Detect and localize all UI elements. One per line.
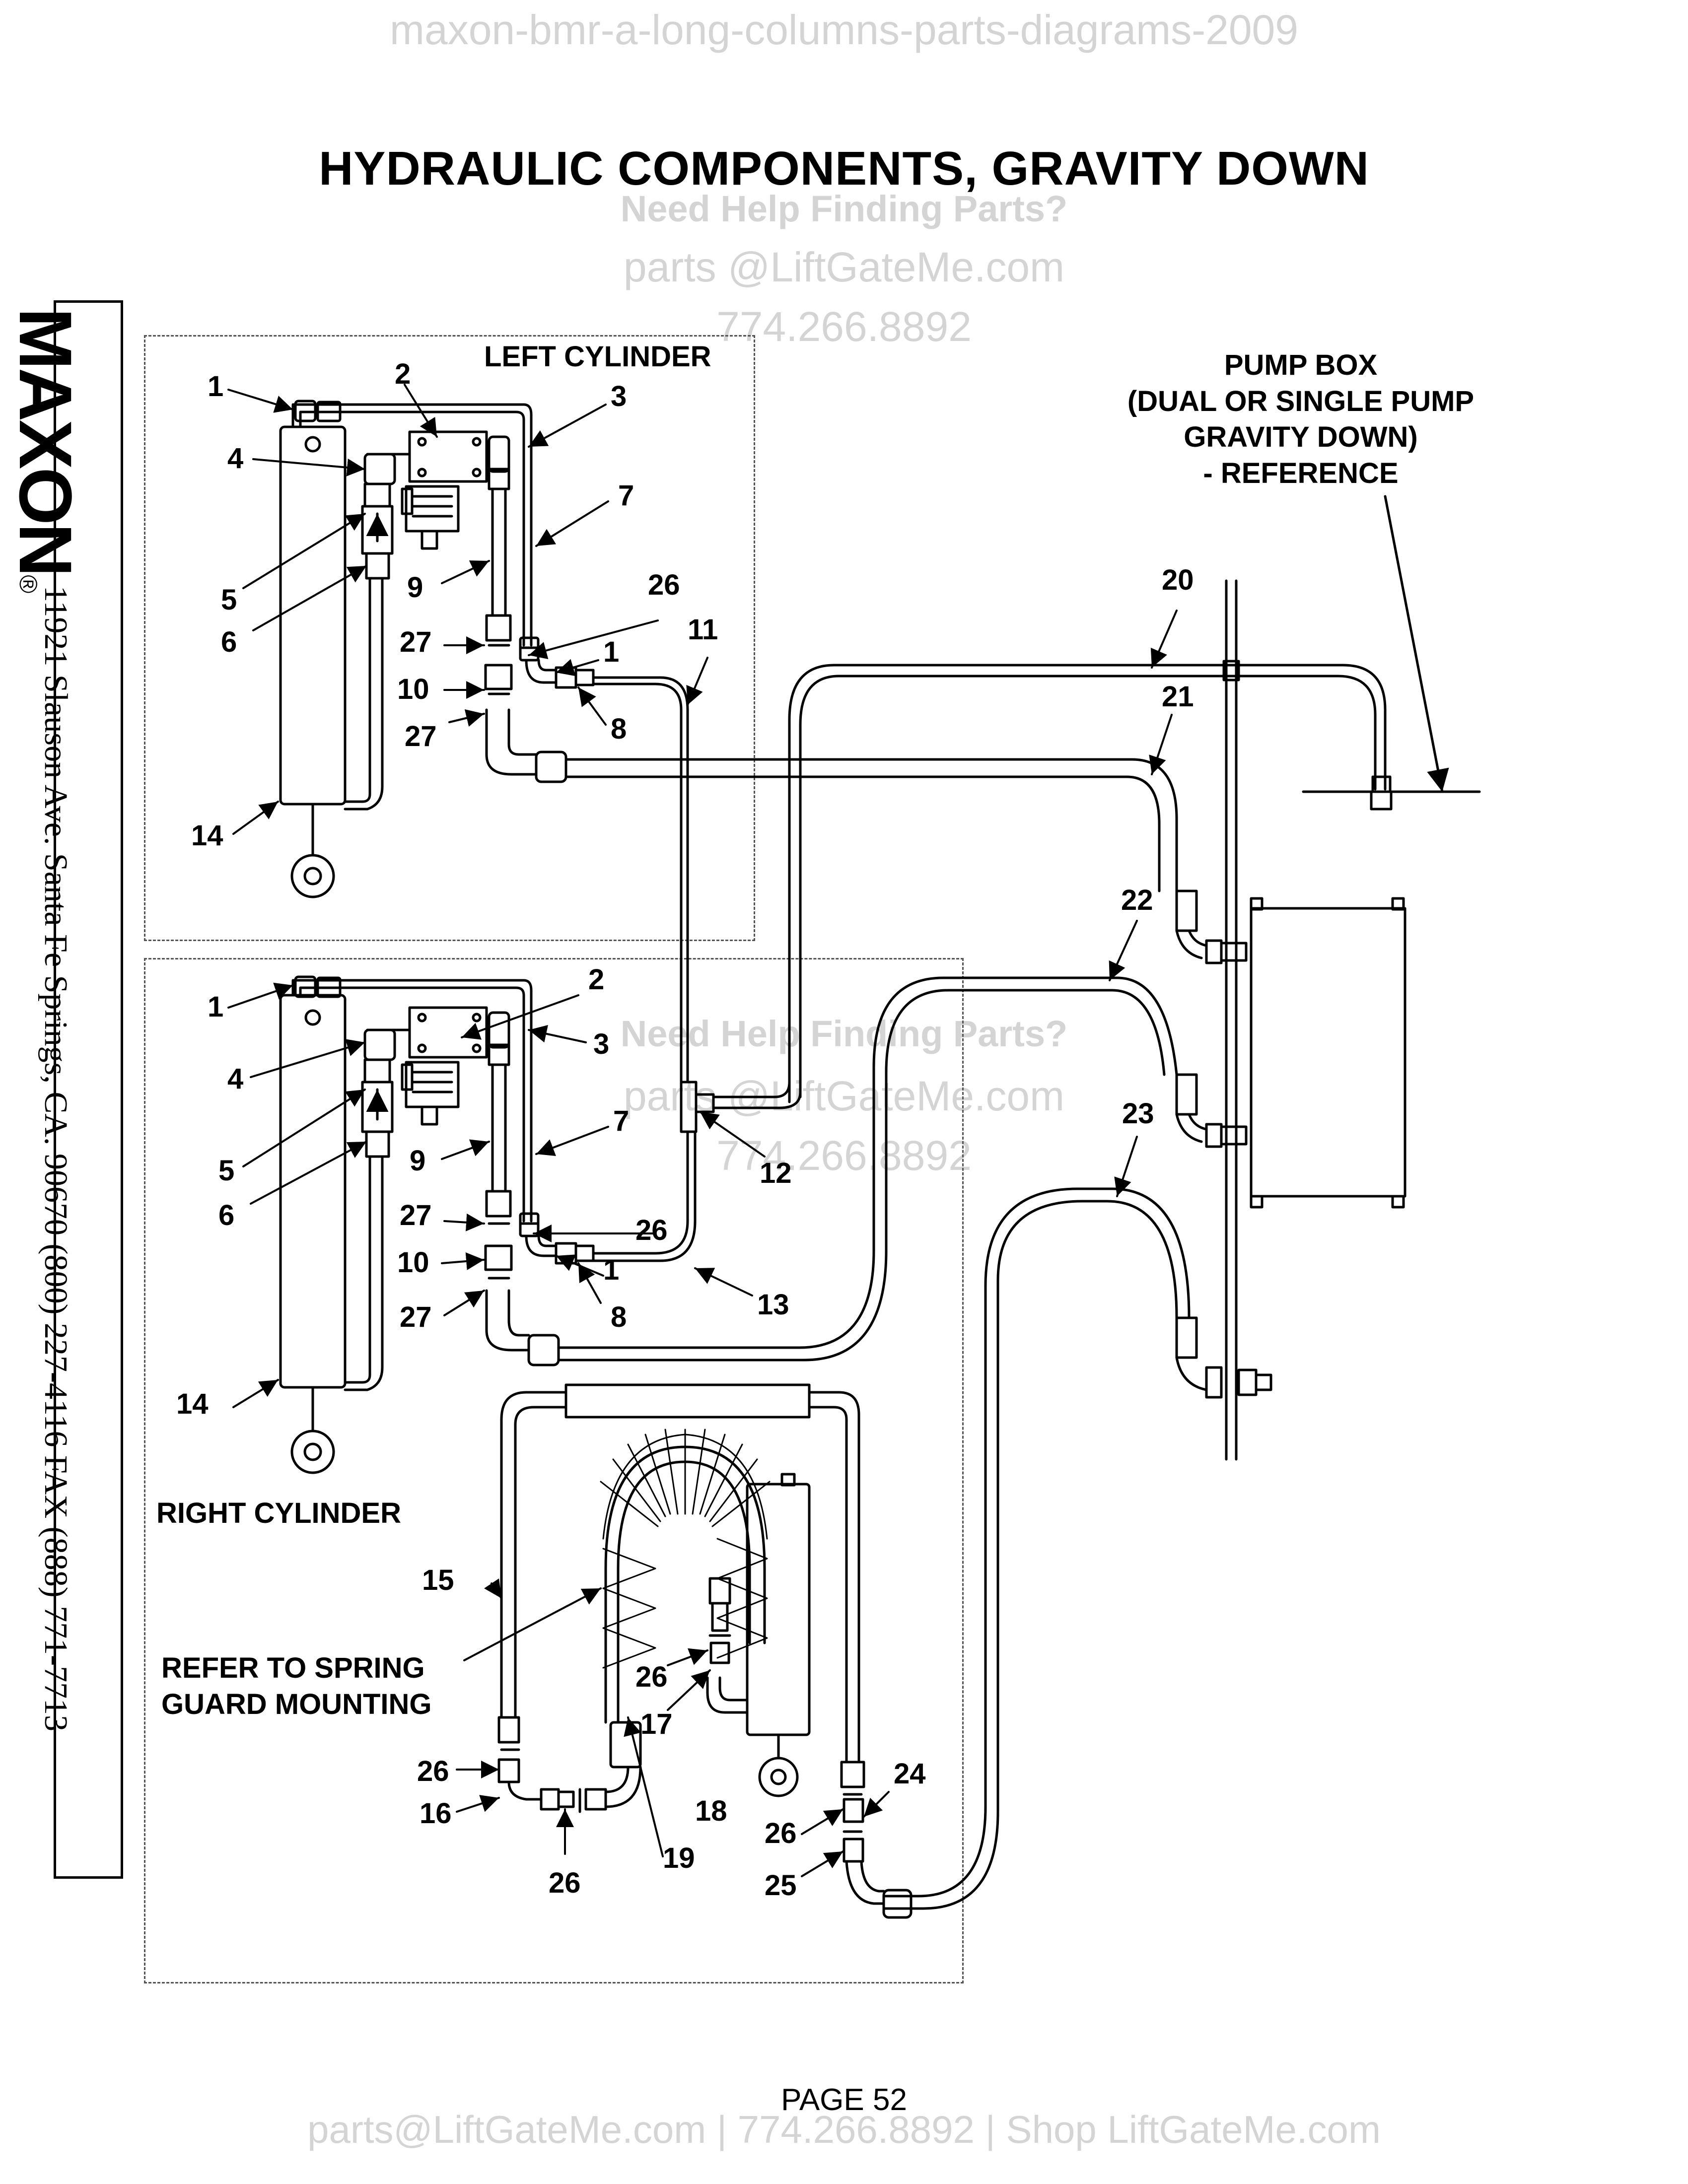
left-cylinder-assembly [279, 400, 1178, 1084]
left-cylinder-frame [144, 335, 755, 941]
callout-number: 2 [588, 963, 605, 996]
spring-note-line: REFER TO SPRING [161, 1652, 425, 1684]
watermark-help-2: Need Help Finding Parts? [620, 1013, 1068, 1054]
callout-number: 19 [663, 1842, 695, 1874]
callout-number: 26 [417, 1755, 449, 1787]
callout-number: 1 [603, 1254, 620, 1286]
callout-number: 11 [688, 614, 718, 646]
callout-number: 10 [397, 673, 429, 705]
callout-number: 7 [618, 479, 634, 512]
callout-number: 27 [405, 720, 437, 752]
callout-number: 6 [218, 1199, 235, 1231]
callout-number: 23 [1122, 1097, 1154, 1130]
callout-number: 27 [400, 1199, 432, 1231]
callout-number: 13 [757, 1289, 789, 1321]
right-cylinder-label: RIGHT CYLINDER [156, 1497, 401, 1529]
watermark-email: parts @LiftGateMe.com [623, 244, 1065, 290]
pump-box-line: - REFERENCE [1203, 457, 1399, 489]
callout-number: 26 [648, 569, 680, 601]
callout-number: 26 [635, 1214, 668, 1246]
right-cylinder-frame [144, 958, 964, 1983]
callout-number: 26 [635, 1661, 668, 1693]
callout-number: 3 [611, 380, 627, 412]
callout-number: 27 [400, 1301, 432, 1333]
page-title: HYDRAULIC COMPONENTS, GRAVITY DOWN [319, 142, 1369, 195]
callout-number: 4 [227, 442, 244, 475]
callout-number: 24 [894, 1758, 926, 1790]
watermark-phone-2: 774.266.8892 [716, 1132, 972, 1179]
callout-number: 26 [549, 1867, 581, 1899]
callout-number: 4 [227, 1063, 244, 1095]
callout-number: 14 [176, 1388, 209, 1420]
pump-box-line: (DUAL OR SINGLE PUMP [1127, 385, 1475, 417]
callout-number: 8 [611, 713, 627, 745]
callout-number: 5 [221, 584, 237, 616]
watermark-help: Need Help Finding Parts? [620, 188, 1068, 229]
callout-number: 1 [603, 636, 620, 668]
callout-number: 3 [593, 1028, 610, 1060]
callout-number: 20 [1162, 564, 1194, 596]
page-number: PAGE 52 [781, 2083, 907, 2117]
lower-cylinder-assembly [497, 1383, 913, 1919]
callout-number: 26 [765, 1817, 797, 1849]
watermark-phone: 774.266.8892 [716, 303, 972, 350]
callout-number: 5 [218, 1155, 235, 1187]
callout-number: 18 [695, 1795, 727, 1827]
watermark-footer: parts@LiftGateMe.com | 774.266.8892 | Sh… [307, 2108, 1381, 2151]
callout-number: 9 [407, 571, 423, 604]
pump-box-line: GRAVITY DOWN) [1184, 421, 1418, 453]
spring-guard-note: REFER TO SPRING GUARD MOUNTING [161, 1650, 432, 1722]
callout-number: 21 [1162, 681, 1194, 713]
company-sidebar-box [54, 300, 123, 1879]
callout-number: 27 [400, 626, 432, 658]
callout-number: 15 [422, 1564, 454, 1596]
left-cylinder-label: LEFT CYLINDER [484, 341, 711, 373]
watermark-document-name: maxon-bmr-a-long-columns-parts-diagrams-… [390, 6, 1298, 53]
pump-box-assembly [557, 495, 1481, 1910]
left-cylinder-body [279, 425, 347, 806]
callout-number: 12 [760, 1157, 792, 1189]
callout-number: 6 [221, 626, 237, 658]
callout-number: 1 [208, 370, 224, 403]
callout-number: 8 [611, 1301, 627, 1333]
callout-number: 16 [420, 1797, 452, 1830]
callout-number: 14 [191, 819, 223, 852]
callout-number: 10 [397, 1246, 429, 1279]
callout-number: 7 [613, 1105, 630, 1137]
callout-number: 25 [765, 1869, 797, 1902]
pump-box-label: PUMP BOX (DUAL OR SINGLE PUMP GRAVITY DO… [1077, 347, 1524, 491]
callout-number: 2 [395, 358, 411, 390]
pump-box-line: PUMP BOX [1224, 349, 1378, 381]
callout-number: 9 [410, 1145, 426, 1177]
callout-number: 17 [640, 1708, 673, 1740]
callout-number: 1 [208, 991, 224, 1023]
right-cylinder-assembly [279, 975, 802, 1474]
callout-number: 22 [1121, 884, 1153, 916]
spring-note-line: GUARD MOUNTING [161, 1688, 432, 1720]
